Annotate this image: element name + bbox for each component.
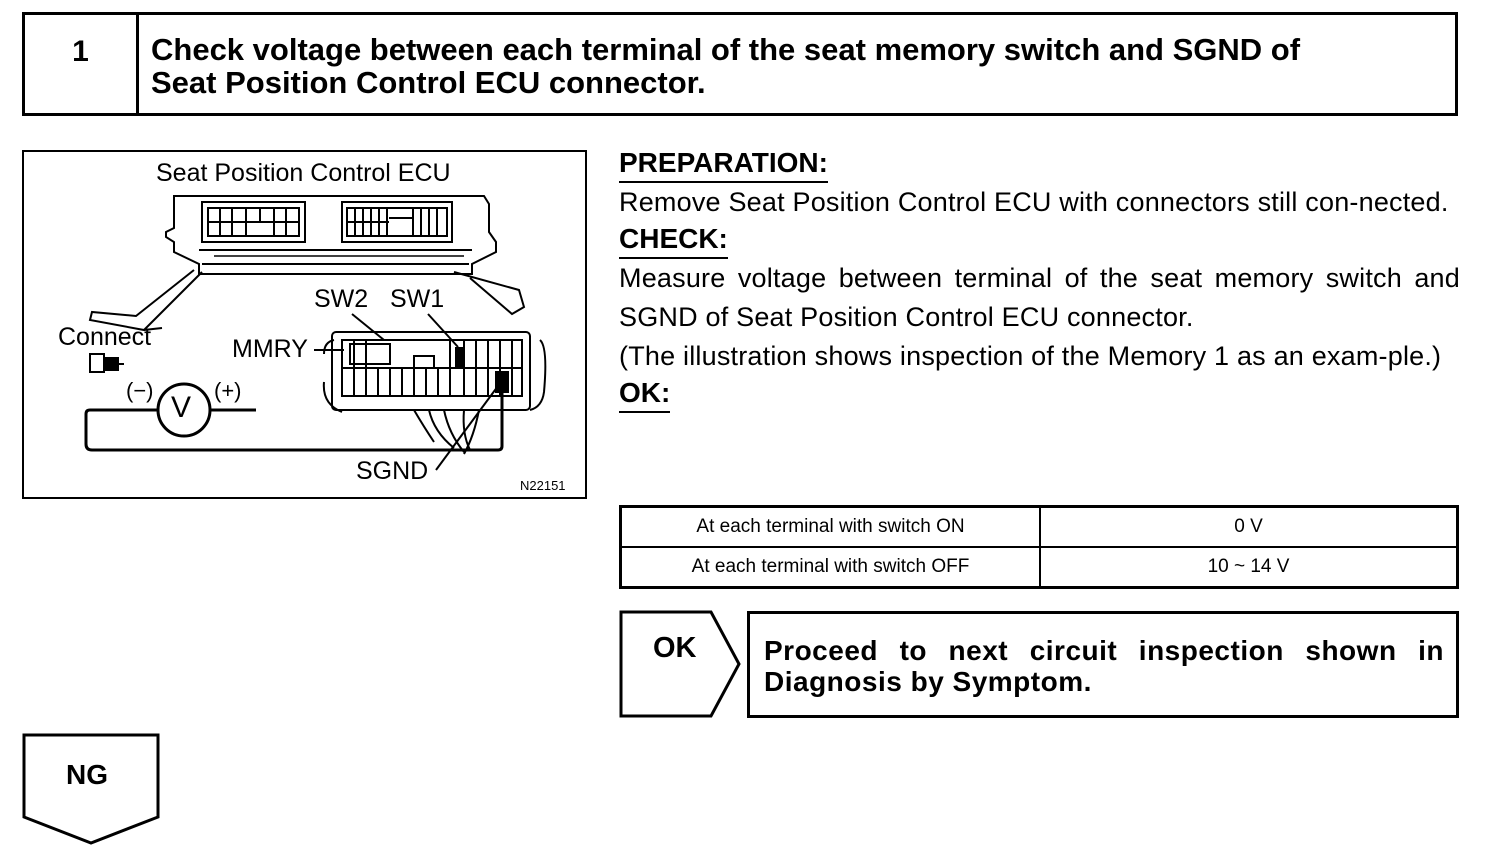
- figure-code: N22151: [520, 478, 566, 493]
- memory-switch-connector: [331, 331, 531, 411]
- ecu-connector-right: [341, 201, 453, 243]
- sgnd-label: SGND: [356, 457, 429, 485]
- step-title: Check voltage between each terminal of t…: [139, 15, 1455, 113]
- ok-tag-label: OK: [653, 632, 697, 664]
- ng-tag-label: NG: [66, 759, 108, 790]
- ecu-illustration: Seat Position Control ECU SW2 SW1 Connec…: [22, 150, 587, 499]
- table-cell-condition: At each terminal with switch ON: [619, 505, 1041, 548]
- test-lead-loop: [84, 384, 504, 452]
- sw1-leader: [427, 313, 459, 348]
- voltmeter-symbol: V: [171, 391, 192, 424]
- step-number: 1: [25, 15, 139, 113]
- ok-spec-table: At each terminal with switch ON 0 V At e…: [619, 505, 1459, 589]
- preparation-text: Remove Seat Position Control ECU with co…: [619, 187, 1449, 217]
- step-title-line2: Seat Position Control ECU connector.: [151, 65, 706, 100]
- sw1-label: SW1: [390, 285, 445, 313]
- minus-label: (−): [126, 378, 154, 403]
- table-row: At each terminal with switch ON 0 V: [619, 505, 1459, 548]
- ecu-title: Seat Position Control ECU: [156, 159, 451, 187]
- table-row: At each terminal with switch OFF 10 ~ 14…: [619, 546, 1459, 589]
- ng-tag: NG: [22, 733, 160, 845]
- connect-label: Connect: [58, 323, 152, 351]
- step-title-line1: Check voltage between each terminal of t…: [151, 32, 1301, 67]
- check-text: Measure voltage between terminal of the …: [619, 263, 1460, 332]
- ok-tag: OK: [619, 610, 743, 718]
- ok-heading: OK:: [619, 376, 671, 413]
- ecu-body: [165, 195, 497, 275]
- ok-arrow-icon: [619, 610, 741, 718]
- sw1-probe-point: [455, 347, 465, 367]
- ok-result-box: Proceed to next circuit inspection shown…: [747, 611, 1459, 718]
- preparation-heading: PREPARATION:: [619, 146, 828, 183]
- table-cell-condition: At each terminal with switch OFF: [619, 546, 1041, 589]
- plus-label: (+): [214, 378, 242, 403]
- sgnd-leader: [435, 385, 499, 471]
- table-cell-value: 0 V: [1039, 505, 1459, 548]
- procedure-text: PREPARATION: Remove Seat Position Contro…: [619, 146, 1460, 413]
- check-note: (The illustration shows inspection of th…: [619, 341, 1442, 371]
- ecu-connector-left: [201, 201, 306, 243]
- table-cell-value: 10 ~ 14 V: [1039, 546, 1459, 589]
- sw2-leader: [351, 313, 385, 341]
- check-heading: CHECK:: [619, 222, 728, 259]
- ecu-wiring-diagram: [84, 195, 547, 471]
- step-header: 1 Check voltage between each terminal of…: [22, 12, 1458, 116]
- ng-arrow-icon: [22, 733, 160, 845]
- plug-icon: [89, 353, 105, 373]
- sw2-label: SW2: [314, 285, 369, 313]
- mmry-label: MMRY: [232, 335, 308, 363]
